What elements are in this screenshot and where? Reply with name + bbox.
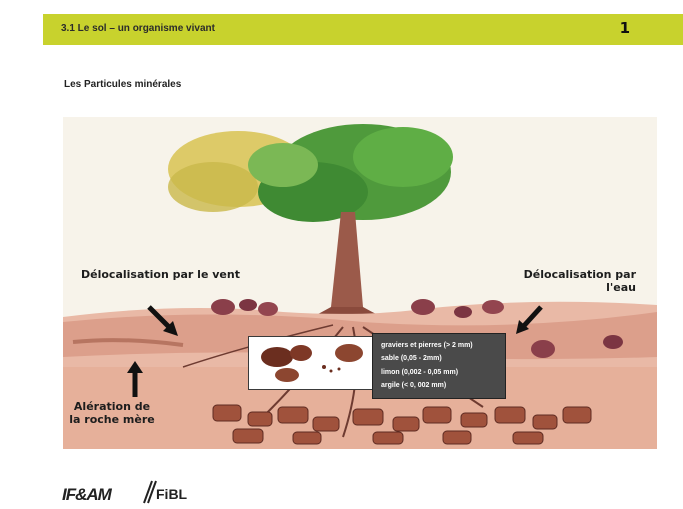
particle-size-legend: graviers et pierres (> 2 mm) sable (0,05…: [372, 333, 506, 399]
annotation-water-line2: l'eau: [606, 281, 636, 294]
soil-illustration: [63, 117, 657, 449]
particle-sample-inset: [248, 336, 374, 390]
annotation-weathering-line2: la roche mère: [69, 413, 155, 426]
legend-item-sand: sable (0,05 - 2mm): [381, 355, 442, 362]
soil-illustration-drawing: [63, 117, 657, 449]
legend-item-clay: argile (< 0, 002 mm): [381, 382, 447, 389]
section-title: Les Particules minérales: [64, 79, 182, 90]
ifoam-logo: IF&AM: [62, 485, 112, 504]
fibl-logo-mark: [143, 480, 157, 504]
header-bar: 3.1 Le sol – un organisme vivant 1: [43, 14, 683, 45]
annotation-weathering-line1: Alération de: [73, 400, 151, 413]
annotation-wind: Délocalisation par le vent: [81, 268, 240, 281]
header-title: 3.1 Le sol – un organisme vivant: [61, 23, 215, 34]
page-number: 1: [619, 19, 630, 37]
fibl-logo: FiBL: [156, 486, 188, 502]
legend-item-silt: limon (0,002 - 0,05 mm): [381, 369, 459, 376]
annotation-weathering: Alération de la roche mère: [52, 400, 172, 426]
annotation-water-line1: Délocalisation par: [523, 268, 636, 281]
annotation-water: Délocalisation par l'eau: [496, 268, 636, 294]
legend-item-gravel: graviers et pierres (> 2 mm): [381, 342, 473, 349]
